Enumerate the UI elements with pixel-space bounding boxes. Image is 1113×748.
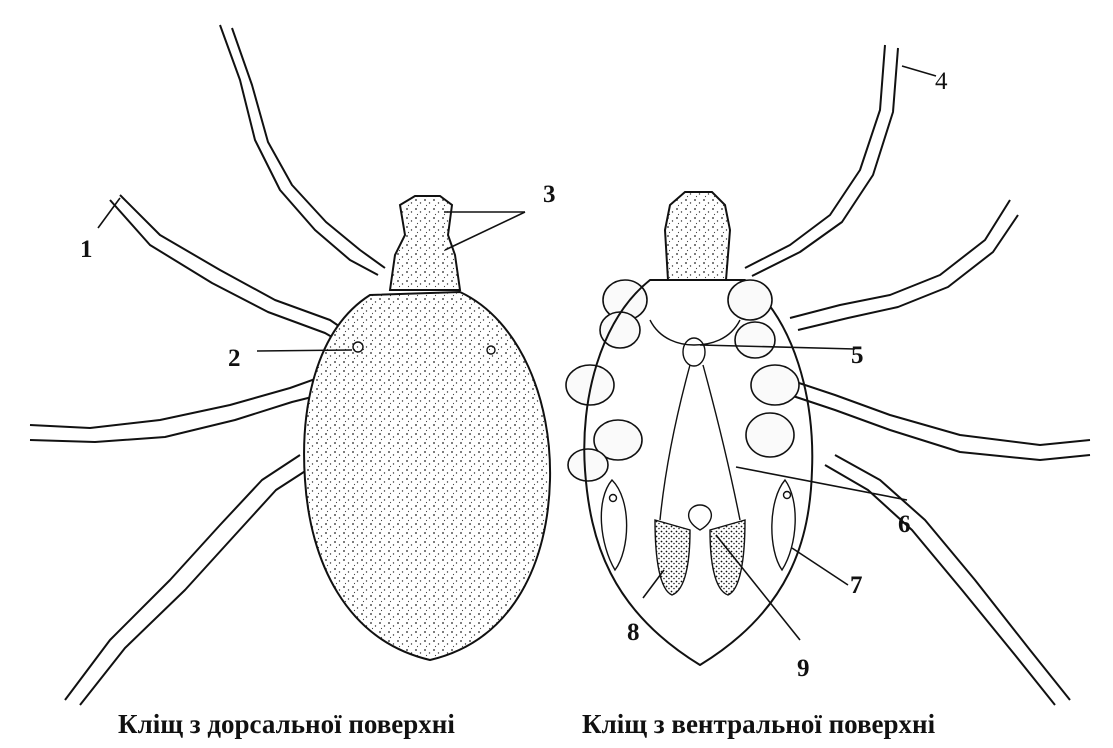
caption-ventral: Кліщ з вентральної поверхні [582,709,936,739]
ventral-capitulum [665,192,730,280]
dorsal-tick [30,25,550,705]
label-5: 5 [851,342,864,369]
label-6: 6 [898,511,911,538]
label-9: 9 [797,655,810,682]
label-3: 3 [543,181,556,208]
dorsal-capitulum [390,196,460,290]
caption-dorsal: Кліщ з дорсальної поверхні [118,709,455,739]
dorsal-right-legs [220,25,385,275]
genital-aperture [683,338,705,366]
ventral-coxae-left [566,280,647,481]
label-4: 4 [935,68,948,95]
label-1: 1 [80,236,93,263]
label-7: 7 [850,572,863,599]
anal-aperture [689,505,712,530]
label-2: 2 [228,345,241,372]
dorsal-body [304,292,550,660]
ventral-tick [566,45,1090,705]
ventral-coxae-right [728,280,799,457]
label-8: 8 [627,619,640,646]
